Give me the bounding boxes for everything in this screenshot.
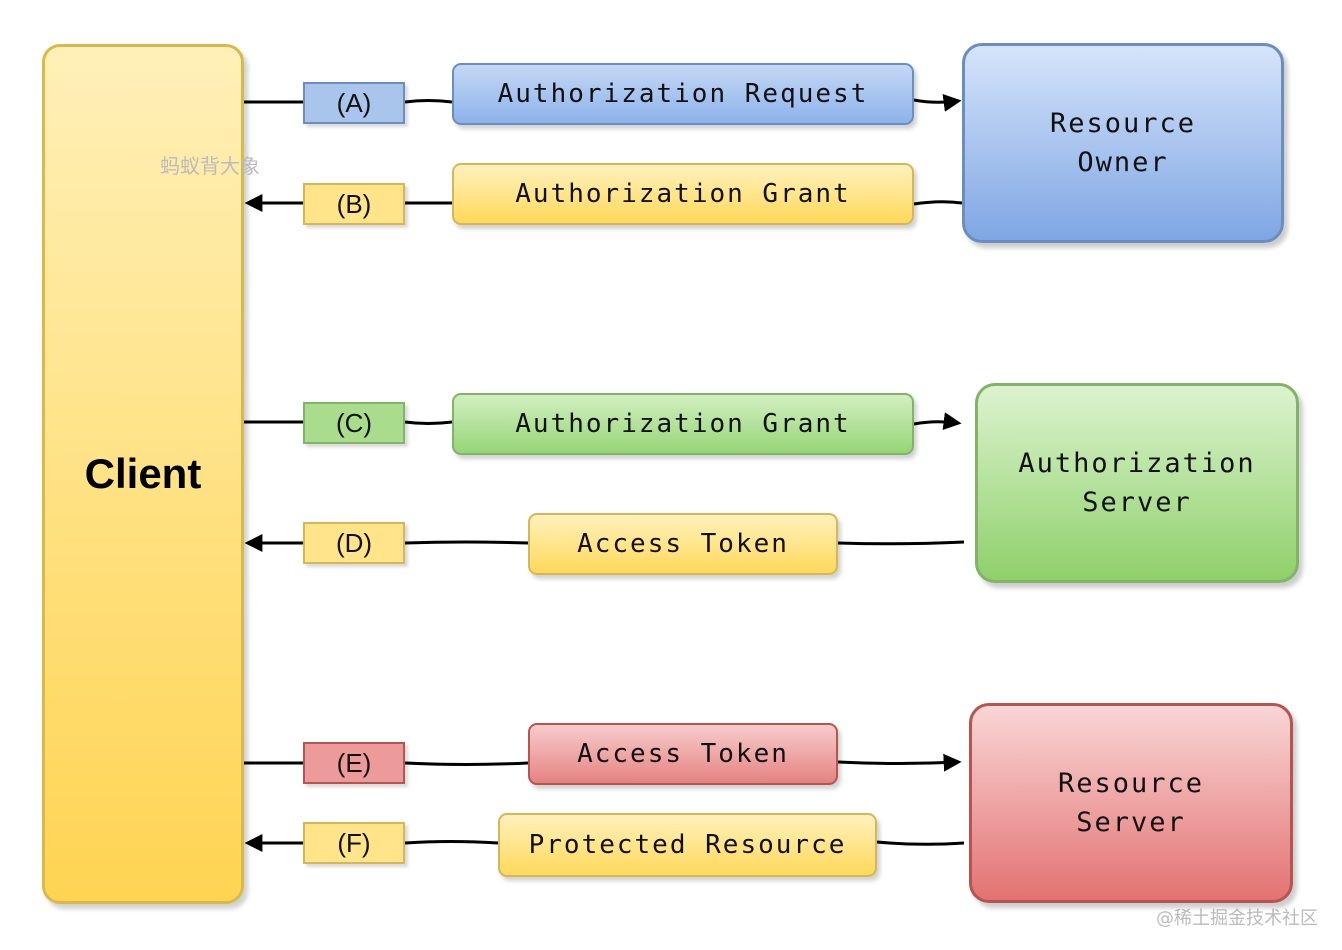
watermark-bottom: @稀土掘金技术社区 xyxy=(1156,908,1318,929)
step-tag-c: (C) xyxy=(303,402,405,444)
authorization-server-box: Authorization Server xyxy=(975,383,1299,583)
client-box: Client xyxy=(42,44,244,904)
step-tag-d: (D) xyxy=(303,522,405,564)
flow-line-f xyxy=(248,842,965,845)
resource-server-box: Resource Server xyxy=(969,703,1293,903)
step-tag-a: (A) xyxy=(303,82,405,124)
step-tag-e: (E) xyxy=(303,742,405,784)
watermark-top: 蚂蚁背大象 xyxy=(160,154,260,178)
flow-line-e xyxy=(244,762,958,765)
flow-line-a xyxy=(244,100,958,102)
step-label-c: Authorization Grant xyxy=(452,393,914,455)
step-label-d: Access Token xyxy=(528,513,838,575)
client-label: Client xyxy=(84,450,202,497)
step-label-a: Authorization Request xyxy=(452,63,914,125)
step-tag-f: (F) xyxy=(303,822,405,864)
step-label-e: Access Token xyxy=(528,723,838,785)
flow-line-c xyxy=(244,422,958,424)
flow-line-d xyxy=(248,542,965,544)
resource-owner-box: Resource Owner xyxy=(962,43,1284,243)
step-label-b: Authorization Grant xyxy=(452,163,914,225)
step-tag-b: (B) xyxy=(303,183,405,225)
step-label-f: Protected Resource xyxy=(498,813,877,877)
flow-line-b xyxy=(248,202,963,204)
